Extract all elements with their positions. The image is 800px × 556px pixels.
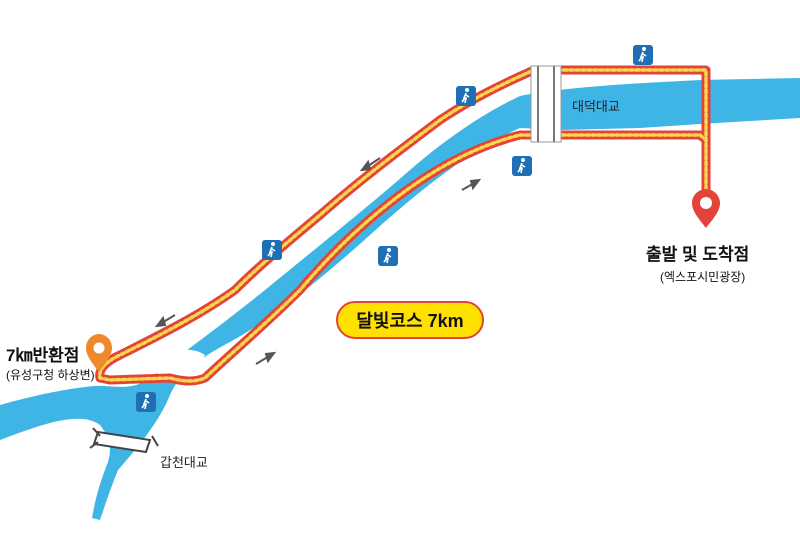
start-point-title: 출발 및 도착점 [646,245,750,264]
pedestrian-icon [262,240,282,260]
direction-arrows [154,157,482,365]
river [0,78,800,520]
turnaround-marker [86,334,112,372]
gapcheon-bridge-label: 갑천대교 [160,455,208,470]
direction-arrow-icon [461,178,482,191]
direction-arrow-icon [359,157,381,172]
pedestrian-icon [456,86,476,106]
daedeok-bridge [530,65,562,143]
direction-arrow-icon [255,351,277,365]
gapcheon-bridge [89,427,159,454]
running-route [95,65,711,386]
pedestrian-icon [512,156,532,176]
turnaround-point-subtitle: (유성구청 하상변) [6,368,95,382]
pedestrian-icon [378,246,398,266]
river-island [150,349,205,380]
daedeok-bridge-label: 대덕대교 [572,99,620,114]
pedestrian-icon [136,392,156,412]
start-marker [692,189,720,228]
pedestrian-icon [633,45,653,65]
direction-arrow-icon [154,314,176,328]
start-point-subtitle: (엑스포시민광장) [660,270,746,284]
course-badge: 달빛코스 7km [336,301,484,339]
turnaround-point-title: 7㎞반환점 [6,346,80,365]
